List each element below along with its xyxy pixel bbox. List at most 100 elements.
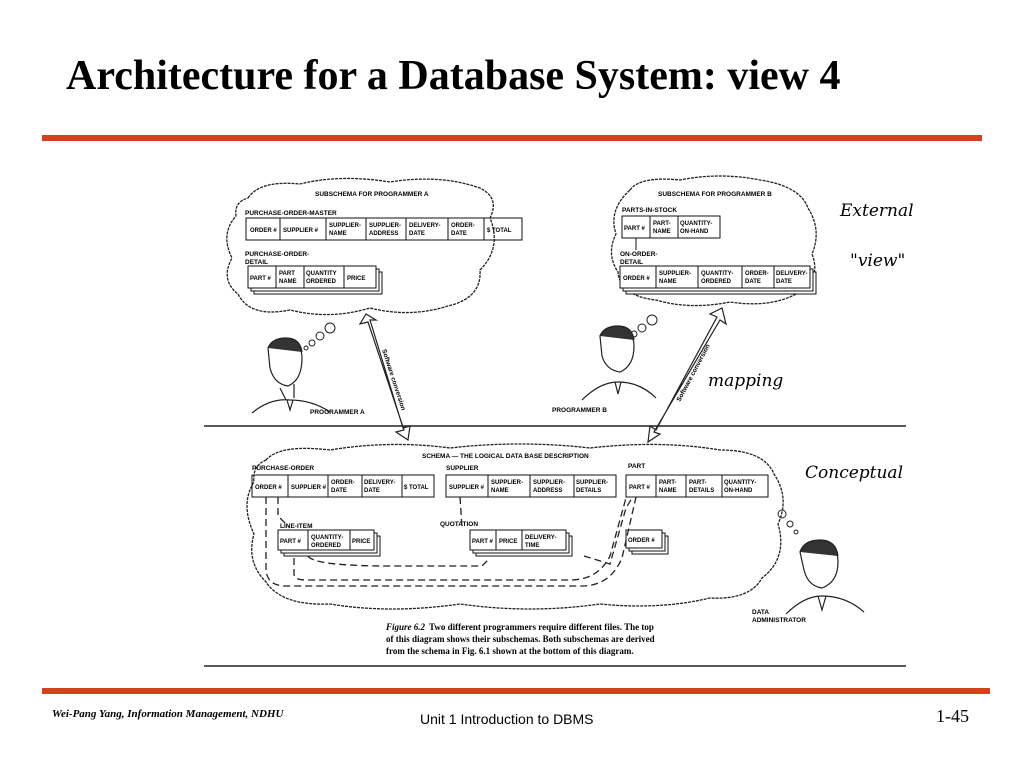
schema-field-delivery-1: DELIVERY-	[364, 480, 395, 486]
schema-purchase-order-label: PURCHASE-ORDER	[252, 465, 314, 472]
software-conversion-arrow-b	[647, 307, 727, 444]
field-quantity-2: ORDERED	[306, 279, 337, 285]
field-b-delivery-2: DATE	[776, 279, 792, 285]
schema-field-order-date-1: ORDER-	[331, 480, 355, 486]
parts-in-stock-label: PARTS-IN-STOCK	[622, 207, 677, 214]
programmer-b-icon	[581, 325, 657, 401]
purchase-order-detail-label-1: PURCHASE-ORDER-	[245, 251, 309, 258]
slide-title: Architecture for a Database System: view…	[66, 53, 841, 99]
field-price: PRICE	[347, 276, 365, 282]
figure-caption-line-2: of this diagram shows their subschemas. …	[386, 634, 655, 644]
programmer-a-label: PROGRAMMER A	[310, 409, 365, 416]
subschema-b-title: SUBSCHEMA FOR PROGRAMMER B	[658, 191, 772, 198]
thought-bubbles-a	[303, 322, 336, 351]
field-b-part-name-1: PART-	[653, 221, 671, 227]
software-conversion-label-b: Software conversion	[676, 343, 712, 403]
field-supplier-no: SUPPLIER #	[283, 228, 319, 234]
purchase-order-master-label: PURCHASE-ORDER-MASTER	[245, 210, 337, 217]
thought-bubbles-admin	[777, 509, 799, 535]
figure-caption-line-3: from the schema in Fig. 6.1 shown at the…	[386, 646, 634, 656]
schema-field-part-name-1: PART-	[659, 480, 677, 486]
field-part-name-1: PART	[279, 271, 295, 277]
field-total: $ TOTAL	[487, 228, 512, 234]
schema-field-order-date-2: DATE	[331, 488, 347, 494]
schema-quotation-label: QUOTATION	[440, 521, 478, 528]
footer-author: Wei-Pang Yang, Information Management, N…	[52, 708, 284, 720]
schema-relationships	[265, 496, 637, 587]
schema-quotation-record: PART # PRICE DELIVERY- TIME	[469, 529, 573, 557]
field-quantity-1: QUANTITY	[306, 271, 337, 277]
data-administrator-label-2: ADMINISTRATOR	[752, 617, 806, 624]
schema-title: SCHEMA — THE LOGICAL DATA BASE DESCRIPTI…	[422, 453, 589, 460]
field-b-supplier-1: SUPPLIER-	[659, 271, 691, 277]
field-supplier-name-1: SUPPLIER-	[329, 223, 361, 229]
field-part-name-2: NAME	[279, 279, 297, 285]
on-order-label-1: ON-ORDER-	[620, 251, 658, 258]
field-b-qty-1: QUANTITY-	[701, 271, 733, 277]
subschema-a-master-record: ORDER # SUPPLIER # SUPPLIER- NAME SUPPLI…	[245, 217, 523, 241]
schema-field-part-details-2: DETAILS	[689, 488, 714, 494]
field-part-no: PART #	[250, 276, 272, 282]
schema-supplier-record: SUPPLIER # SUPPLIER- NAME SUPPLIER- ADDR…	[445, 474, 617, 498]
data-administrator-icon	[785, 539, 865, 615]
annotation-external: External	[839, 201, 914, 221]
field-supplier-address-1: SUPPLIER-	[369, 223, 401, 229]
field-b-order-date-1: ORDER-	[745, 271, 769, 277]
annotation-mapping: mapping	[708, 371, 783, 391]
field-b-part-name-2: NAME	[653, 229, 671, 235]
field-b-supplier-2: NAME	[659, 279, 677, 285]
thought-bubbles-b	[630, 314, 658, 338]
field-order-no: ORDER #	[250, 228, 277, 234]
schema-line-part-no: PART #	[280, 539, 302, 545]
schema-order-no: ORDER #	[628, 538, 655, 544]
subschema-b-detail-record: ORDER # SUPPLIER- NAME QUANTITY- ORDERED…	[619, 265, 817, 295]
field-b-qty-2: ORDERED	[701, 279, 732, 285]
subschema-a-title: SUBSCHEMA FOR PROGRAMMER A	[315, 191, 429, 198]
schema-field-supplier-id: SUPPLIER #	[449, 485, 485, 491]
schema-line-qty-2: ORDERED	[311, 543, 342, 549]
schema-field-supplier-details-1: SUPPLIER-	[576, 480, 608, 486]
annotation-conceptual: Conceptual	[805, 463, 903, 483]
subschema-a-cloud	[226, 177, 495, 316]
schema-quote-delivery-1: DELIVERY-	[525, 535, 556, 541]
schema-quote-price: PRICE	[499, 539, 517, 545]
schema-field-delivery-2: DATE	[364, 488, 380, 494]
schema-line-item-record: PART # QUANTITY- ORDERED PRICE	[277, 529, 381, 557]
schema-field-supplier-addr-1: SUPPLIER-	[533, 480, 565, 486]
schema-part-record: PART # PART- NAME PART- DETAILS QUANTITY…	[625, 474, 769, 498]
schema-field-supplier-no: SUPPLIER #	[291, 485, 327, 491]
schema-field-total: $ TOTAL	[404, 485, 429, 491]
schema-field-order-no: ORDER #	[255, 485, 282, 491]
schema-cloud	[246, 443, 784, 610]
schema-quote-part-no: PART #	[472, 539, 494, 545]
schema-line-price: PRICE	[352, 539, 370, 545]
data-administrator-label-1: DATA	[752, 609, 769, 616]
title-rule	[42, 135, 982, 141]
page-number: 1-45	[936, 706, 969, 726]
schema-field-supplier-details-2: DETAILS	[576, 488, 601, 494]
field-supplier-name-2: NAME	[329, 231, 347, 237]
field-delivery-date-1: DELIVERY-	[409, 223, 440, 229]
schema-order-record: ORDER #	[625, 529, 669, 555]
database-architecture-figure: SUBSCHEMA FOR PROGRAMMER A PURCHASE-ORDE…	[204, 175, 914, 667]
subschema-b-cloud	[610, 175, 817, 307]
schema-line-qty-1: QUANTITY-	[311, 535, 343, 541]
field-b-quantity-1: QUANTITY-	[680, 221, 712, 227]
field-b-delivery-1: DELIVERY-	[776, 271, 807, 277]
footer-unit: Unit 1 Introduction to DBMS	[420, 711, 594, 727]
software-conversion-label-a: Software conversion	[380, 348, 406, 411]
schema-purchase-order-record: ORDER # SUPPLIER # ORDER- DATE DELIVERY-…	[251, 474, 435, 498]
footer-rule	[42, 688, 990, 694]
subschema-b-stock-record: PART # PART- NAME QUANTITY- ON-HAND	[621, 215, 721, 239]
schema-field-qoh-2: ON-HAND	[724, 488, 753, 494]
schema-field-supplier-addr-2: ADDRESS	[533, 488, 562, 494]
programmer-b-label: PROGRAMMER B	[552, 407, 607, 414]
schema-part-label: PART	[628, 463, 645, 470]
schema-field-qoh-1: QUANTITY-	[724, 480, 756, 486]
schema-field-part-no: PART #	[629, 485, 651, 491]
field-order-date-2: DATE	[451, 231, 467, 237]
schema-quote-delivery-2: TIME	[525, 543, 539, 549]
schema-supplier-label: SUPPLIER	[446, 465, 479, 472]
field-delivery-date-2: DATE	[409, 231, 425, 237]
